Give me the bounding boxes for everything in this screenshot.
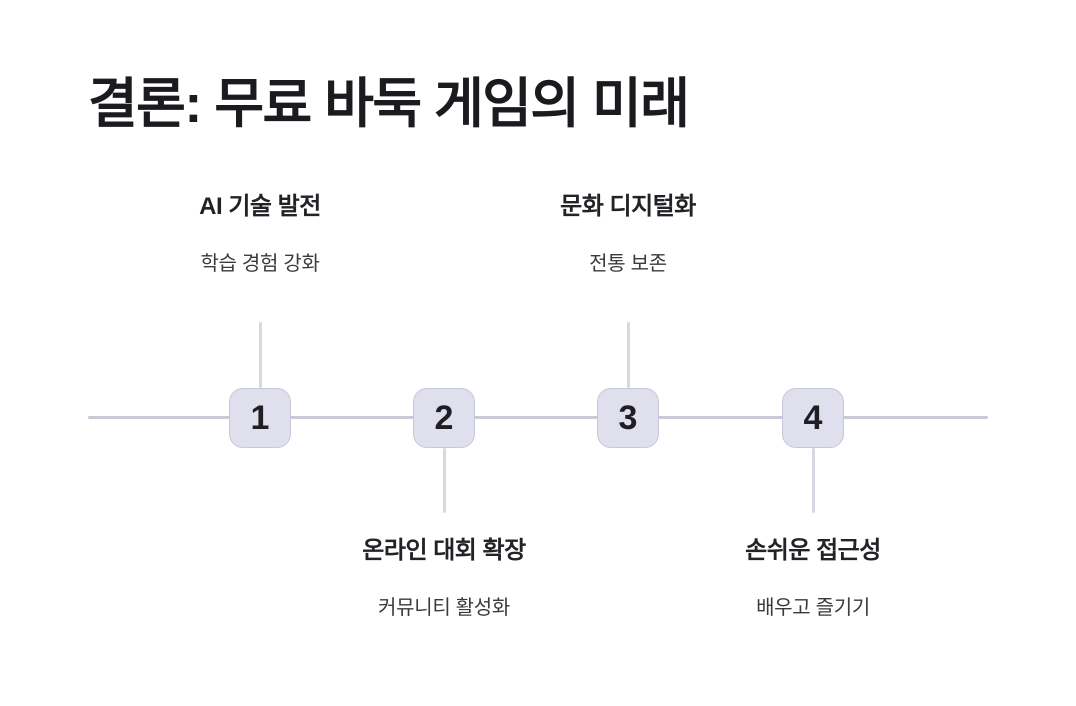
- timeline-node-2: 2: [413, 388, 475, 448]
- timeline-item-4-label: 손쉬운 접근성: [745, 537, 881, 564]
- timeline-item-3-label: 문화 디지털화: [560, 193, 696, 220]
- timeline-item-2-label: 온라인 대회 확장: [362, 537, 526, 564]
- timeline-item-2-labels: 온라인 대회 확장 커뮤니티 활성화: [274, 534, 614, 622]
- slide-title: 결론: 무료 바둑 게임의 미래: [88, 74, 690, 134]
- timeline-node-1: 1: [229, 388, 291, 448]
- timeline-item-1-labels: AI 기술 발전 학습 경험 강화: [90, 190, 430, 278]
- timeline-node-3: 3: [597, 388, 659, 448]
- timeline-item-1-sublabel: 학습 경험 강화: [200, 253, 320, 275]
- timeline-item-2-sublabel: 커뮤니티 활성화: [378, 597, 510, 619]
- timeline-item-3-sublabel: 전통 보존: [589, 253, 667, 275]
- timeline-item-3-labels: 문화 디지털화 전통 보존: [458, 190, 798, 278]
- timeline-axis: [88, 416, 988, 419]
- timeline-node-4: 4: [782, 388, 844, 448]
- timeline-item-1-label: AI 기술 발전: [199, 193, 321, 220]
- connector-line-3: [626, 322, 630, 388]
- connector-line-4: [811, 448, 815, 513]
- timeline-item-4-labels: 손쉬운 접근성 배우고 즐기기: [643, 534, 983, 622]
- connector-line-1: [258, 322, 262, 388]
- connector-line-2: [442, 448, 446, 513]
- timeline-item-4-sublabel: 배우고 즐기기: [756, 597, 870, 619]
